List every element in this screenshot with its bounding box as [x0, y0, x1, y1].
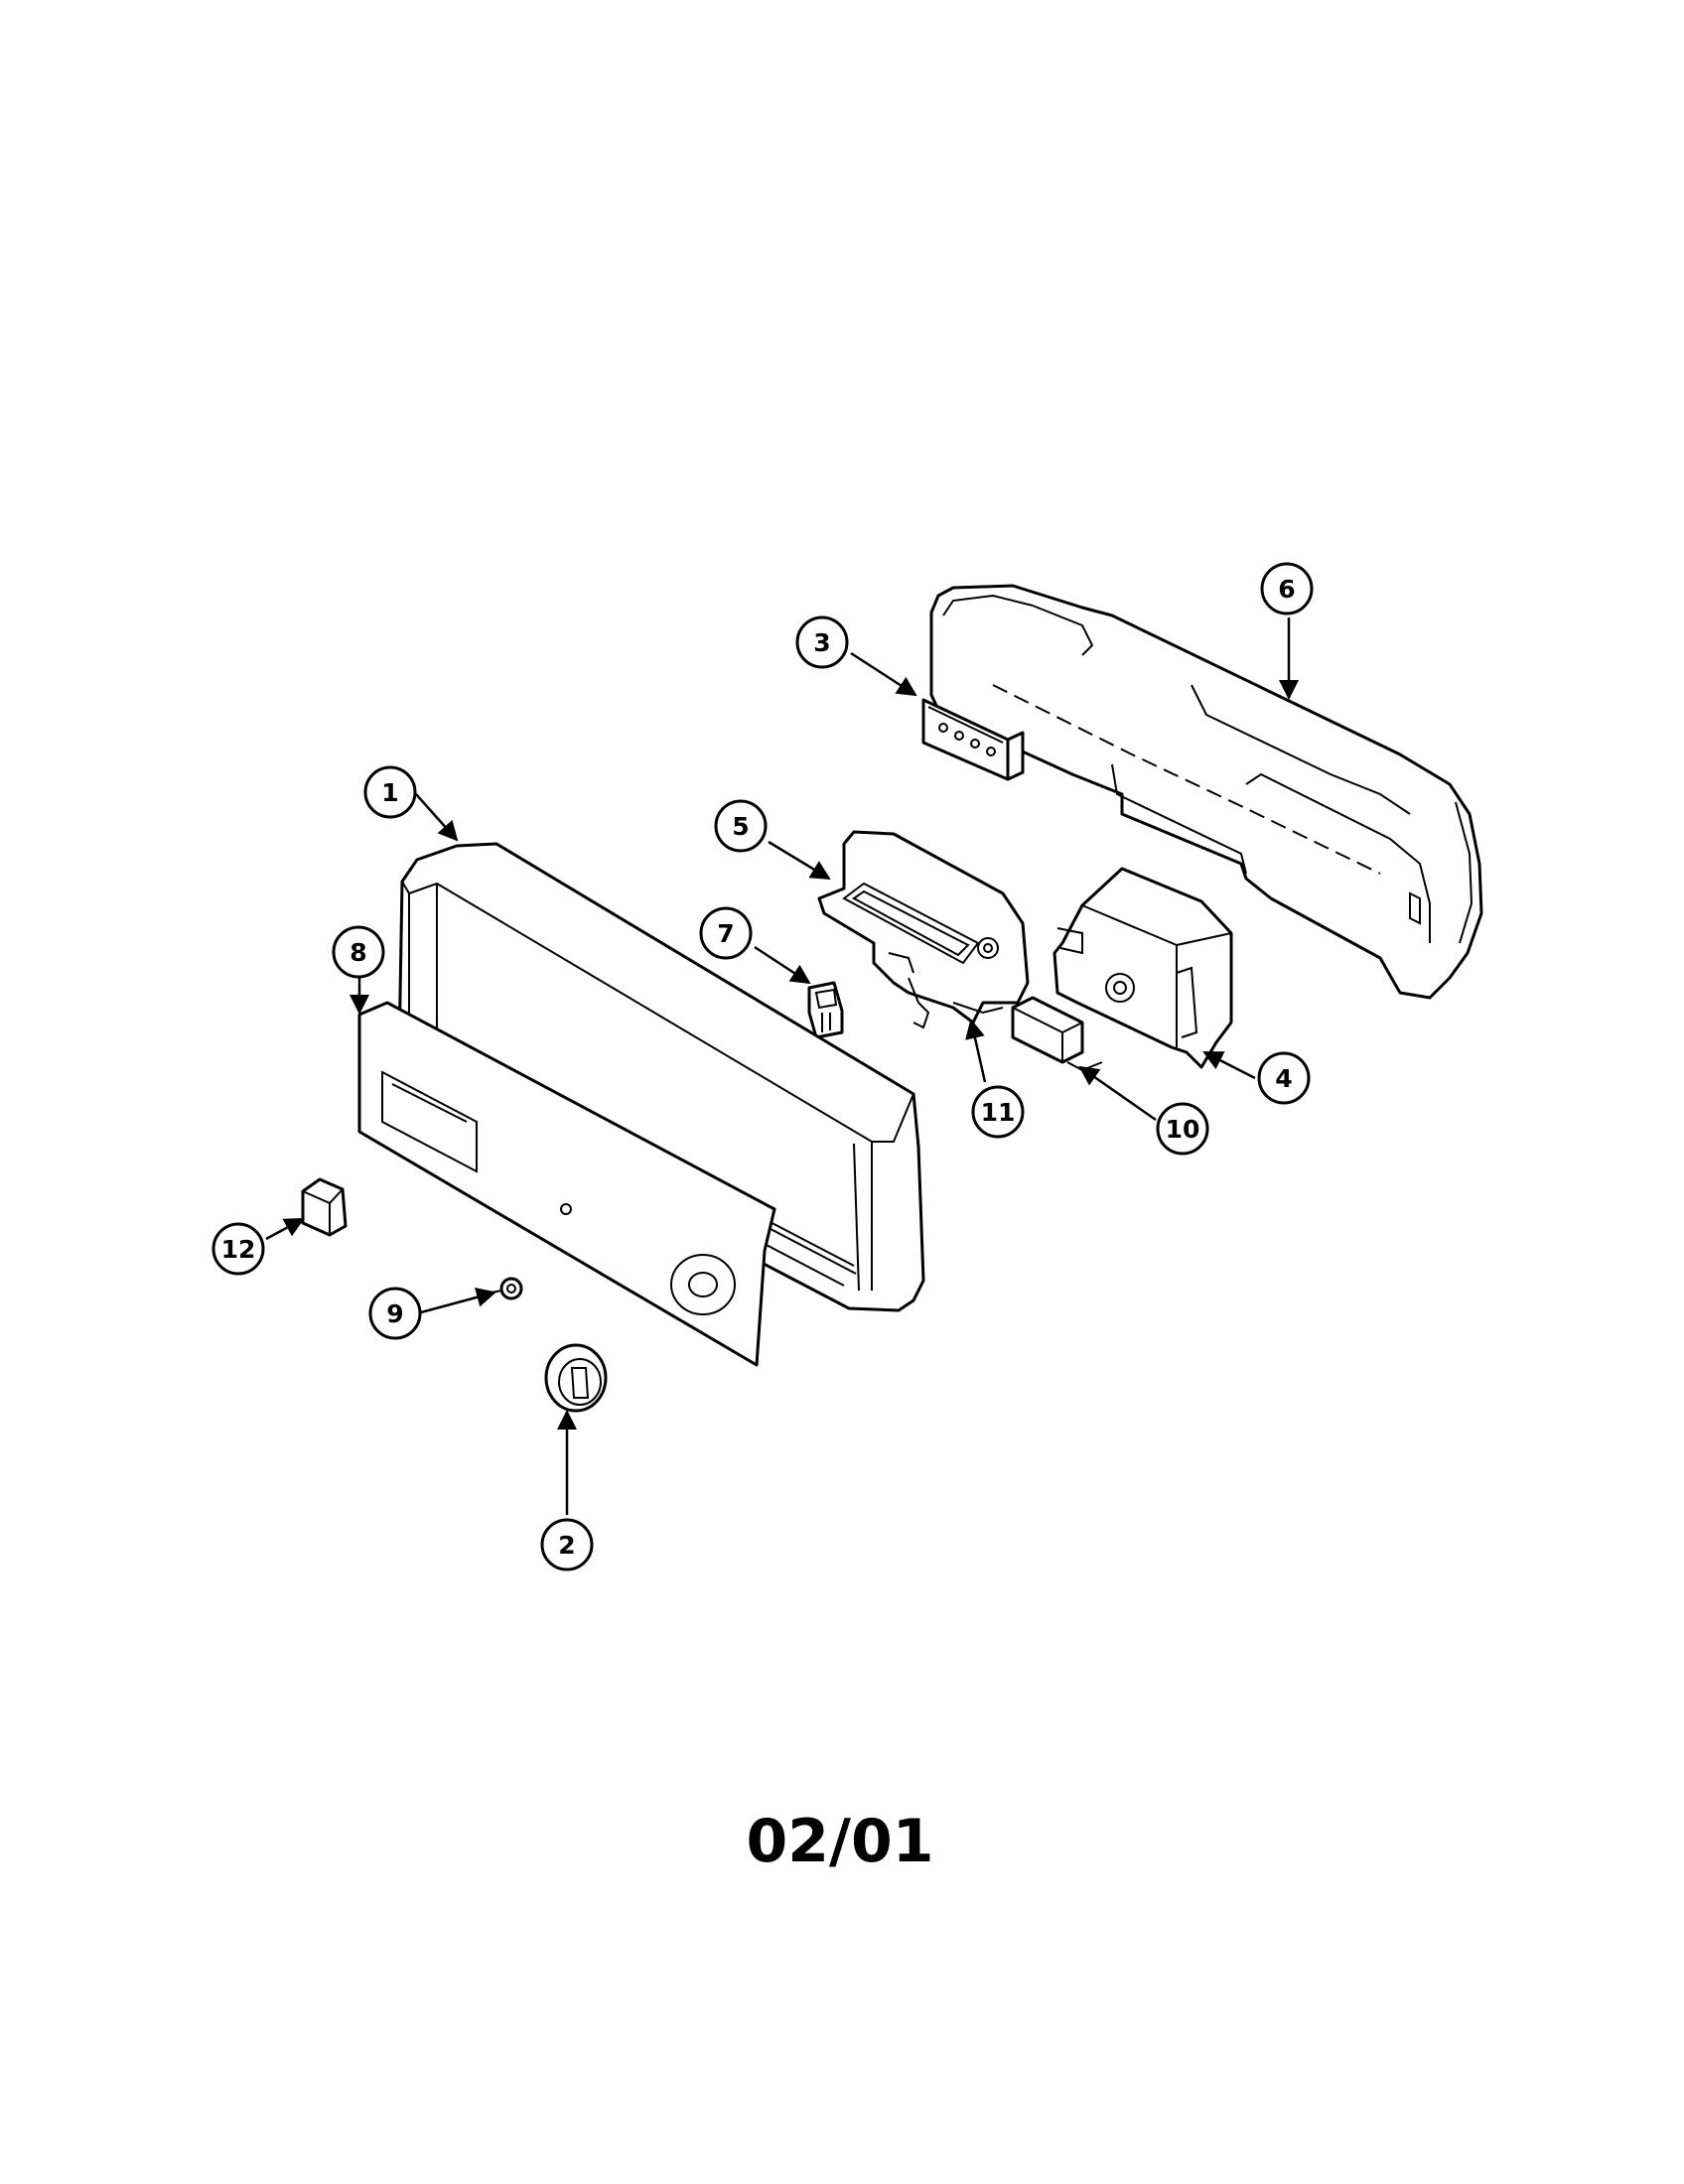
leader-10: [1078, 1065, 1157, 1122]
callout-label: 1: [381, 778, 398, 807]
callout-label: 4: [1275, 1064, 1292, 1093]
leader-11: [965, 1019, 987, 1083]
callout-label: 8: [350, 938, 366, 967]
callout-5: 5: [714, 799, 768, 853]
callout-2: 2: [540, 1518, 594, 1571]
part-10-micro-switch: [1011, 996, 1103, 1072]
leader-lines: [265, 617, 1299, 1515]
callout-label: 6: [1278, 575, 1295, 604]
leader-5: [768, 840, 831, 881]
part-8-control-panel: [357, 1001, 776, 1367]
leader-9: [420, 1288, 496, 1314]
part-6-rear-cover: [929, 584, 1483, 1000]
leader-3: [850, 651, 917, 697]
part-5-latch-assembly: [817, 830, 1030, 1029]
part-3-terminal-block: [921, 698, 1025, 781]
callout-10: 10: [1156, 1102, 1209, 1156]
callout-label: 9: [386, 1299, 403, 1328]
callout-9: 9: [368, 1287, 422, 1340]
part-12-button: [301, 1177, 348, 1237]
callout-label: 11: [981, 1098, 1016, 1127]
page-code: 02/01: [747, 1807, 934, 1876]
leader-12: [265, 1217, 305, 1241]
callout-label: 5: [732, 812, 749, 841]
callout-12: 12: [211, 1222, 265, 1276]
callout-label: 2: [558, 1531, 575, 1560]
callout-4: 4: [1257, 1051, 1311, 1105]
part-9-screw: [491, 1277, 523, 1300]
callout-label: 10: [1166, 1115, 1200, 1144]
callout-3: 3: [795, 615, 849, 669]
callout-7: 7: [699, 906, 753, 960]
callout-label: 3: [813, 628, 830, 657]
part-4-timer: [1052, 867, 1233, 1069]
part-7-small-switch: [807, 981, 844, 1039]
callout-label: 12: [221, 1235, 256, 1264]
leader-4: [1202, 1050, 1256, 1080]
leader-7: [754, 945, 811, 985]
leader-1: [415, 793, 459, 842]
callout-6: 6: [1260, 562, 1314, 615]
callout-label: 7: [717, 919, 734, 948]
callout-8: 8: [332, 925, 385, 979]
callout-1: 1: [363, 765, 417, 819]
part-2-knob: [544, 1343, 608, 1413]
callout-11: 11: [971, 1085, 1025, 1139]
part-11-latch-rail: [952, 1002, 1004, 1015]
